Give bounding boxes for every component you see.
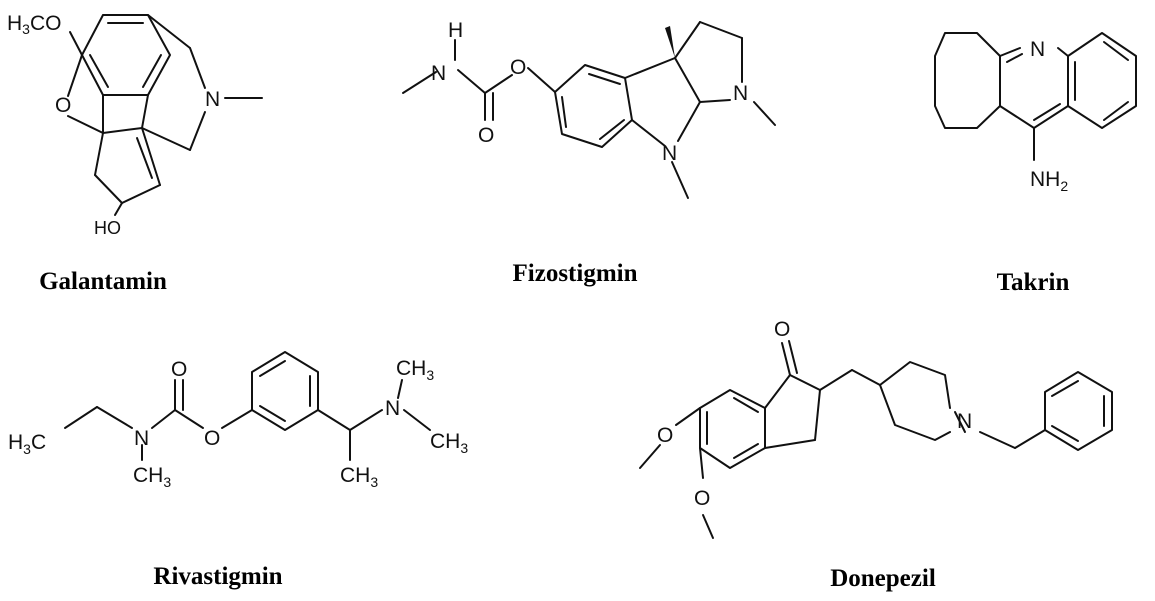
fizostigmin-bonds <box>402 21 776 199</box>
rivastigmin-amine-me2-label: CH3 <box>430 430 468 456</box>
takrin-structure: N NH2 Takrin <box>934 32 1137 296</box>
galantamin-nitrogen-label: N <box>205 88 220 111</box>
rivastigmin-ethyl-label: H3C <box>8 431 46 457</box>
rivastigmin-n-amine-label: N <box>385 397 400 420</box>
rivastigmin-carbonyl-o-label: O <box>171 358 187 381</box>
donepezil-methoxy-o1-label: O <box>657 424 673 447</box>
fizostigmin-structure: N H O O N N Fizostigmin <box>402 19 776 287</box>
rivastigmin-bonds <box>64 351 431 461</box>
takrin-ring-n-label: N <box>1030 38 1045 61</box>
donepezil-methoxy-o2-label: O <box>694 487 710 510</box>
fizostigmin-carbonyl-o-label: O <box>478 124 494 147</box>
galantamin-structure: H3CO O N HO Galantamin <box>7 12 263 295</box>
rivastigmin-caption: Rivastigmin <box>153 563 282 590</box>
galantamin-bonds <box>67 14 263 216</box>
donepezil-ketone-o-label: O <box>774 318 790 341</box>
rivastigmin-amine-me1-label: CH3 <box>396 357 434 383</box>
donepezil-structure: O O O N Donepezil <box>639 318 1113 592</box>
donepezil-bonds <box>639 340 1113 539</box>
fizostigmin-n2-label: N <box>662 142 677 165</box>
takrin-caption: Takrin <box>997 269 1070 296</box>
fizostigmin-ester-o-label: O <box>510 56 526 79</box>
takrin-amine-label: NH2 <box>1030 168 1068 194</box>
galantamin-methoxy-label: H3CO <box>7 12 61 37</box>
rivastigmin-n-carbamate-label: N <box>134 427 149 450</box>
galantamin-hydroxyl-label: HO <box>94 218 121 238</box>
rivastigmin-ester-o-label: O <box>204 427 220 450</box>
fizostigmin-nh-h-label: H <box>448 19 463 42</box>
galantamin-oxygen-label: O <box>55 94 71 117</box>
fizostigmin-n1-label: N <box>733 82 748 105</box>
fizostigmin-nh-n-label: N <box>431 62 446 85</box>
donepezil-caption: Donepezil <box>830 565 936 592</box>
takrin-bonds <box>934 32 1137 161</box>
fizostigmin-methyl-wedge <box>665 26 675 58</box>
fizostigmin-caption: Fizostigmin <box>513 260 638 287</box>
galantamin-caption: Galantamin <box>39 268 167 295</box>
rivastigmin-structure: H3C N CH3 O O N CH3 CH3 CH3 Rivastigmin <box>8 351 468 590</box>
rivastigmin-n-methyl-label: CH3 <box>133 464 171 490</box>
donepezil-piperidine-n-label: N <box>957 410 972 433</box>
rivastigmin-alpha-me-label: CH3 <box>340 464 378 490</box>
